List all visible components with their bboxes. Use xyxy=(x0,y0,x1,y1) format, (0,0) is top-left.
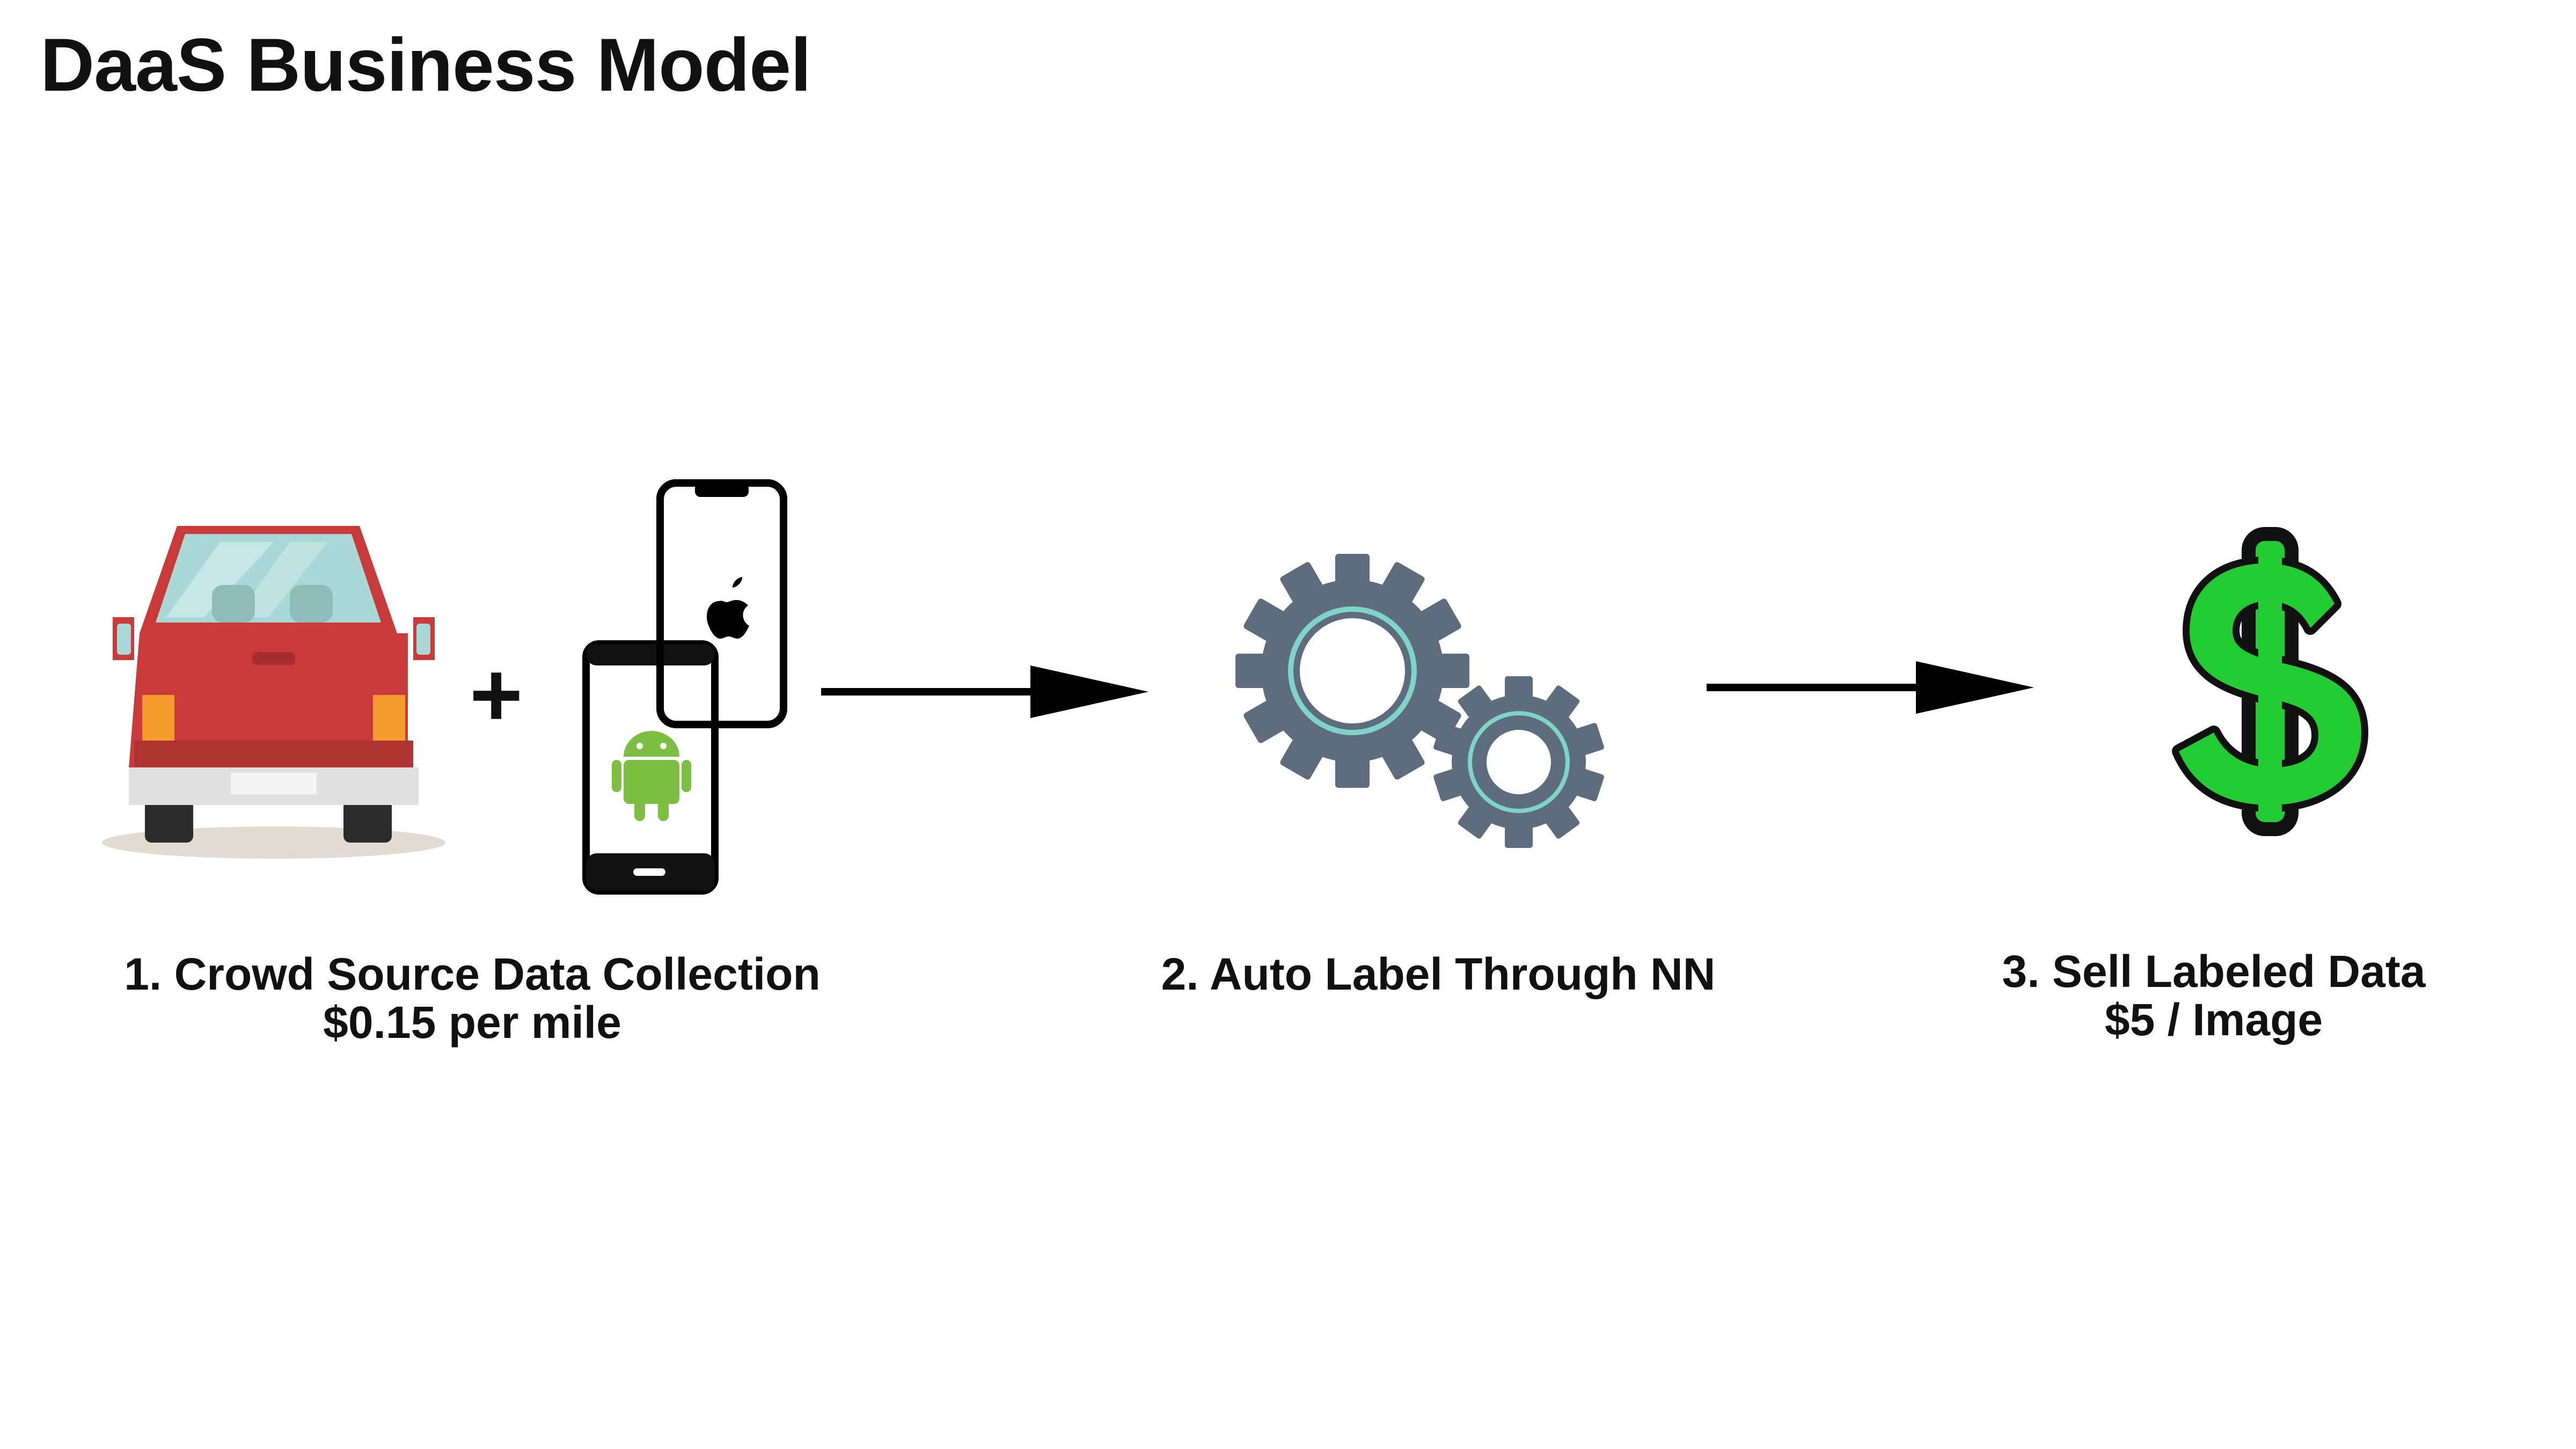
step-3-label: 3. Sell Labeled Data xyxy=(2002,946,2426,997)
plus-sign: + xyxy=(470,644,523,746)
smartphones-icon xyxy=(582,479,787,895)
step-1-label: 1. Crowd Source Data Collection xyxy=(124,949,821,999)
step-2-label: 2. Auto Label Through NN xyxy=(1161,949,1716,999)
step-1-caption: 1. Crowd Source Data Collection $0.15 pe… xyxy=(97,950,848,1046)
step-1-price: $0.15 per mile xyxy=(323,997,621,1048)
right-arrow-icon xyxy=(1707,661,2034,714)
page-title: DaaS Business Model xyxy=(40,23,811,107)
right-arrow-icon xyxy=(821,665,1148,718)
step-2-caption: 2. Auto Label Through NN xyxy=(1111,950,1766,998)
step-3-price: $5 / Image xyxy=(2104,994,2323,1045)
step-3-caption: 3. Sell Labeled Data $5 / Image xyxy=(1932,947,2496,1044)
car-rear-icon xyxy=(102,526,445,859)
dollar-sign-icon xyxy=(2172,527,2368,836)
gears-icon xyxy=(1235,554,1604,848)
